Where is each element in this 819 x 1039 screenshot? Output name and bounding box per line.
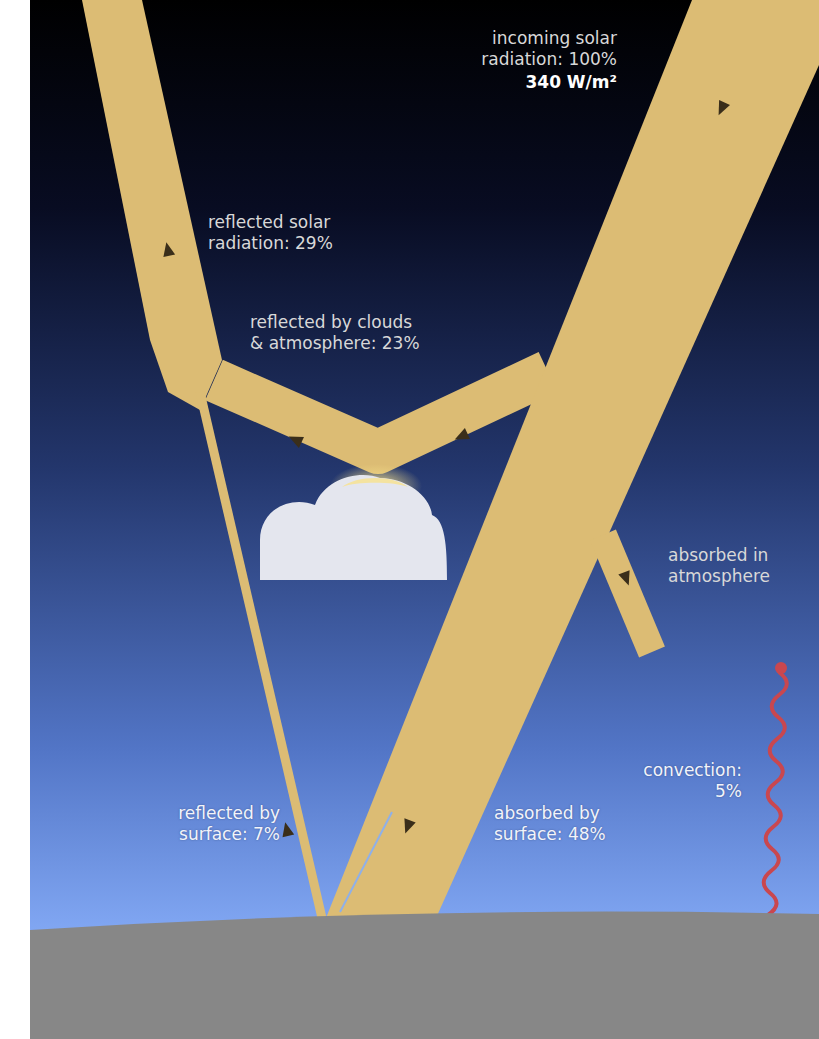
surface-absorption-label: absorbed by surface: 48%: [494, 803, 624, 845]
surface-reflection-label: reflected by surface: 7%: [158, 803, 280, 845]
flow-arrows: [160, 100, 730, 837]
surface-glint: [340, 812, 392, 912]
cloud: [260, 475, 447, 580]
incoming-label: incoming solar radiation: 100%: [467, 28, 617, 70]
convection-wave: [764, 668, 787, 915]
reflected-total-label: reflected solar radiation: 29%: [208, 212, 358, 254]
sky: [30, 0, 819, 1039]
convection-label: convection: 5%: [622, 760, 742, 802]
reflected-band: [82, 0, 222, 410]
cloud-reflection-label: reflected by clouds & atmosphere: 23%: [250, 312, 430, 354]
incoming-value: 340 W/m²: [467, 72, 617, 93]
cloud-reflection-band: [214, 372, 548, 452]
atmosphere-absorption-band: [603, 535, 652, 652]
atmosphere-absorption-label: absorbed in atmosphere: [668, 545, 793, 587]
ground: [30, 912, 819, 1039]
convection-dot: [775, 662, 787, 674]
cloud-top: [342, 478, 408, 487]
incoming-band: [326, 0, 819, 918]
